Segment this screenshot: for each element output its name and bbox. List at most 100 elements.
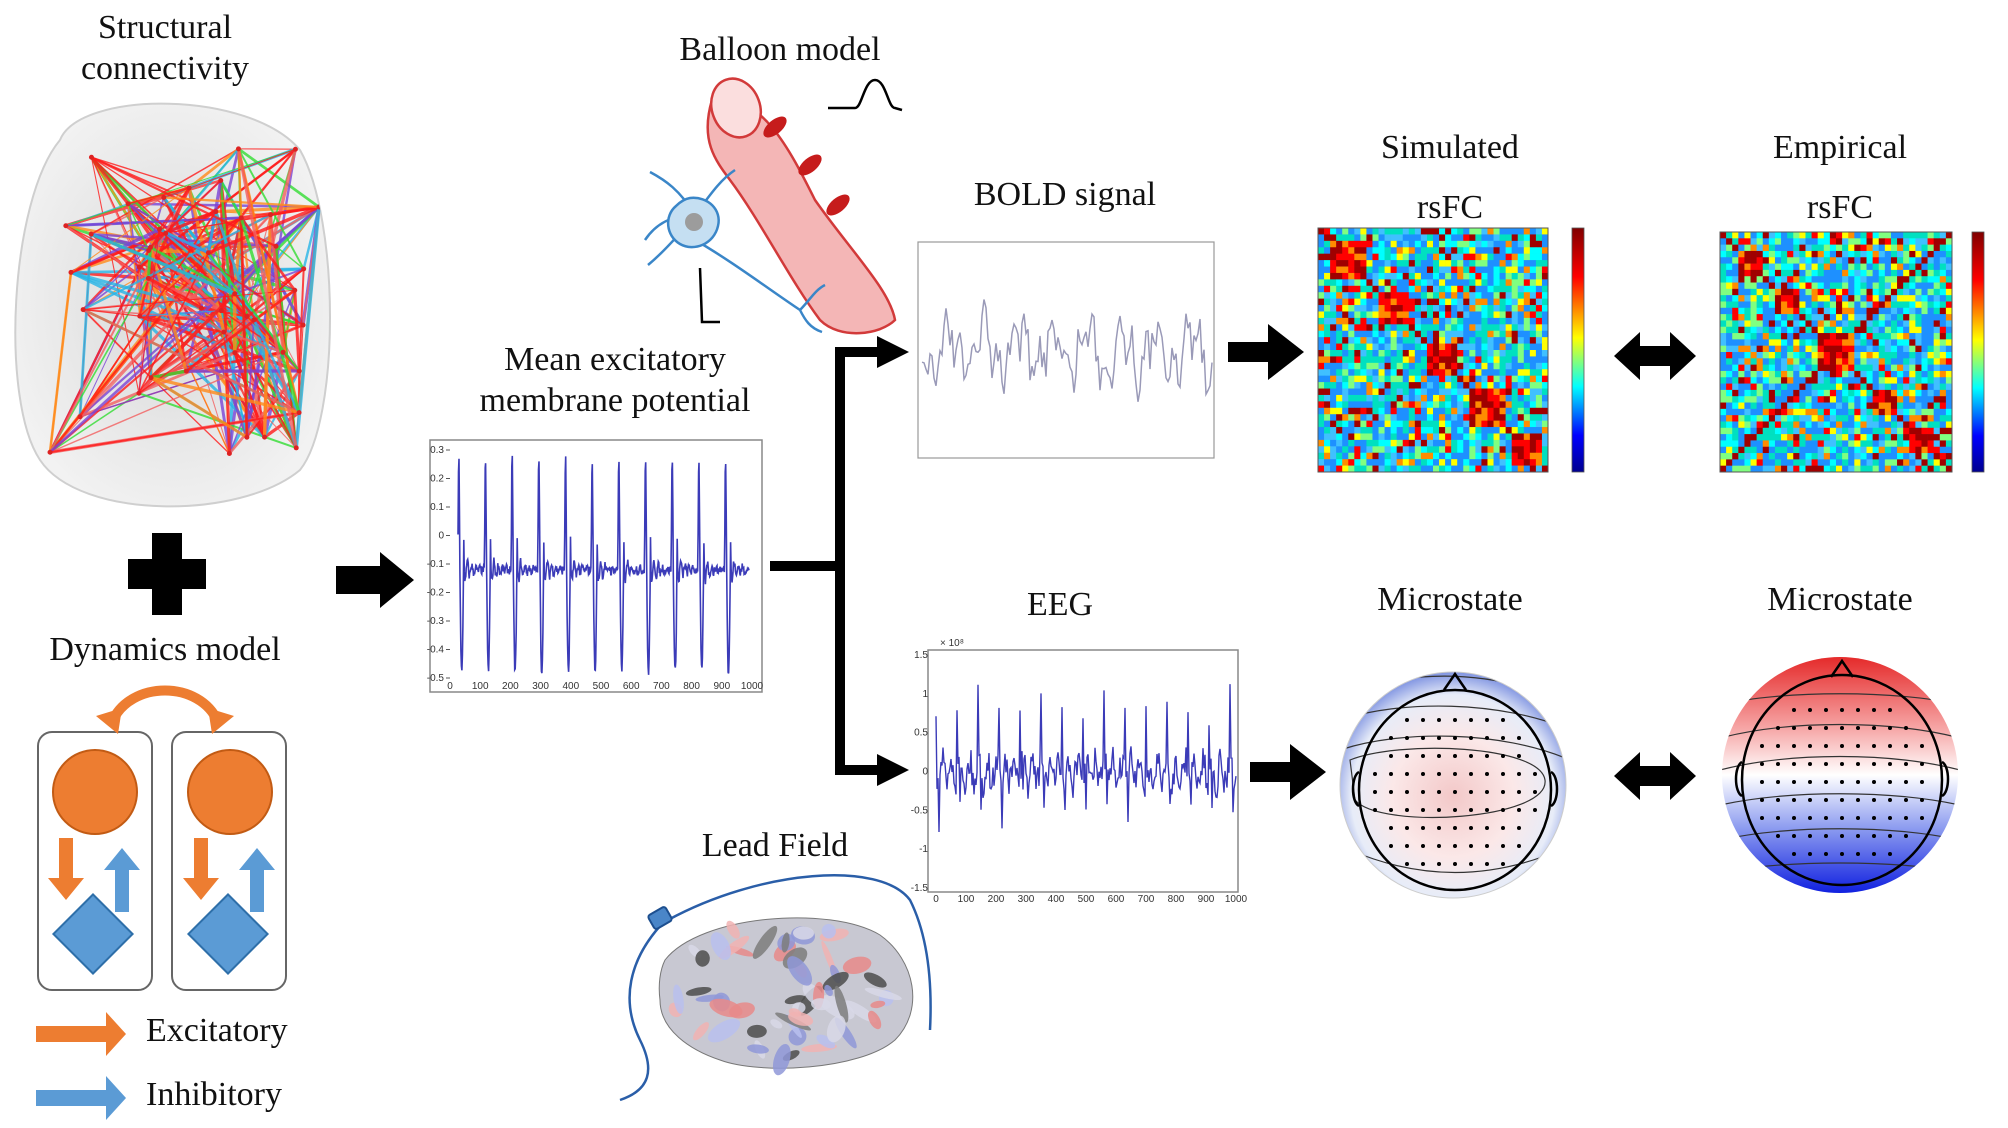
simulated-rsfc-line1: Simulated xyxy=(1381,129,1519,166)
empirical-microstate-topomap xyxy=(1722,657,1958,893)
membrane-x-tick: 500 xyxy=(593,681,610,692)
eeg-x-tick: 400 xyxy=(1048,894,1065,905)
membrane-x-tick: 900 xyxy=(713,681,730,692)
arrow-eeg-to-microstate xyxy=(1250,744,1326,800)
bold-signal-plot xyxy=(917,241,1215,459)
red-blood-cell xyxy=(763,116,787,138)
hemodynamic-pulse-icon xyxy=(828,78,903,112)
eeg-x-tick: 700 xyxy=(1138,894,1155,905)
eeg-title: EEG xyxy=(1026,586,1094,623)
empirical-colorbar xyxy=(1971,231,1985,473)
neuron-icon xyxy=(643,168,826,334)
inhibitory-population-right xyxy=(186,892,270,976)
inhibitory-population-left xyxy=(51,892,135,976)
empirical-rsfc-line1: Empirical xyxy=(1772,129,1908,166)
plus-icon xyxy=(128,533,206,615)
membrane-x-tick: 700 xyxy=(653,681,670,692)
eeg-x-tick: 800 xyxy=(1168,894,1185,905)
excitatory-arrow-right xyxy=(183,838,219,900)
dynamics-model-title: Dynamics model xyxy=(49,631,281,668)
mean-membrane-line1: Mean excitatory xyxy=(504,341,726,378)
action-potential-icon xyxy=(698,267,720,324)
branch-arrows xyxy=(770,336,909,786)
red-blood-cell xyxy=(826,194,850,216)
eeg-x-tick: 600 xyxy=(1108,894,1125,905)
membrane-x-tick: 600 xyxy=(623,681,640,692)
membrane-x-tick: 400 xyxy=(562,681,579,692)
simulated-rsfc-title: Simulated rsFC xyxy=(1330,118,1570,237)
lead-field-title: Lead Field xyxy=(701,827,849,864)
structural-connectivity-title: Structural connectivity xyxy=(40,8,290,90)
arrow-bold-to-rsfc xyxy=(1228,324,1304,380)
eeg-exponent: × 10⁸ xyxy=(940,638,964,649)
arrow-to-membrane xyxy=(336,552,414,608)
eeg-x-tick: 500 xyxy=(1078,894,1095,905)
membrane-x-tick: 200 xyxy=(502,681,519,692)
eeg-y-tick: 0 xyxy=(922,767,928,778)
red-blood-cell xyxy=(798,154,822,176)
membrane-y-tick: -0.3 xyxy=(427,616,445,627)
membrane-x-tick: 300 xyxy=(532,681,549,692)
inhibitory-arrow-left xyxy=(104,848,140,912)
membrane-y-tick: -0.1 xyxy=(427,559,445,570)
simulated-rsfc-line2: rsFC xyxy=(1416,188,1484,226)
eeg-y-tick: -1 xyxy=(919,844,928,855)
excitatory-arrow-left xyxy=(48,838,84,900)
structural-connectivity-line1: Structural xyxy=(97,9,233,46)
dynamics-model-diagram xyxy=(36,685,287,1120)
empirical-rsfc-title: Empirical rsFC xyxy=(1720,118,1960,237)
membrane-y-tick: 0.1 xyxy=(430,502,444,513)
blood-vessel xyxy=(706,97,897,335)
excitatory-population-left xyxy=(52,749,138,835)
eeg-y-tick: -0.5 xyxy=(911,805,929,816)
microstate-comparison-arrow xyxy=(1614,752,1696,800)
membrane-y-tick: 0.2 xyxy=(430,474,444,485)
legend-excitatory-label: Excitatory xyxy=(146,1012,288,1049)
eeg-y-tick: -1.5 xyxy=(911,883,929,894)
eeg-x-tick: 200 xyxy=(988,894,1005,905)
empirical-rsfc-matrix xyxy=(1719,231,1985,473)
legend-inhibitory-label: Inhibitory xyxy=(146,1076,282,1113)
inter-node-coupling-arrow xyxy=(107,685,223,725)
eeg-x-tick: 100 xyxy=(958,894,975,905)
mean-membrane-title: Mean excitatory membrane potential xyxy=(450,340,780,422)
simulated-colorbar xyxy=(1571,227,1585,473)
membrane-x-tick: 100 xyxy=(472,681,489,692)
legend-excitatory-arrow xyxy=(36,1012,126,1056)
bold-signal-title: BOLD signal xyxy=(973,176,1157,213)
structural-connectivity-brain xyxy=(14,102,331,508)
microstate-empirical-title: Microstate xyxy=(1767,581,1913,618)
mean-membrane-line2: membrane potential xyxy=(479,381,751,419)
eeg-x-tick: 0 xyxy=(933,894,939,905)
electrode-wire xyxy=(619,925,661,1102)
membrane-x-tick: 800 xyxy=(683,681,700,692)
balloon-model-illustration xyxy=(643,77,903,335)
eeg-x-tick: 1000 xyxy=(1225,894,1248,905)
eeg-y-tick: 0.5 xyxy=(914,728,928,739)
eeg-x-tick: 900 xyxy=(1198,894,1215,905)
structural-connectivity-line2: connectivity xyxy=(80,49,250,87)
membrane-y-tick: -0.2 xyxy=(427,588,445,599)
microstate-simulated-title: Microstate xyxy=(1377,581,1523,618)
membrane-y-tick: -0.4 xyxy=(427,645,445,656)
membrane-y-tick: -0.5 xyxy=(427,673,445,684)
excitatory-population-right xyxy=(187,749,273,835)
simulated-microstate-topomap xyxy=(1339,671,1567,899)
membrane-x-tick: 0 xyxy=(447,681,453,692)
electrode-icon xyxy=(647,906,673,930)
empirical-rsfc-line2: rsFC xyxy=(1806,188,1874,226)
rsfc-comparison-arrow xyxy=(1614,332,1696,380)
simulated-rsfc-matrix xyxy=(1317,227,1585,473)
eeg-x-tick: 300 xyxy=(1018,894,1035,905)
lead-field-illustration xyxy=(619,874,932,1102)
eeg-y-tick: 1 xyxy=(922,689,928,700)
membrane-y-tick: 0 xyxy=(438,531,444,542)
scalp-outline xyxy=(667,874,932,1031)
membrane-y-tick: 0.3 xyxy=(430,445,444,456)
inhibitory-arrow-right xyxy=(239,848,275,912)
legend-inhibitory-arrow xyxy=(36,1076,126,1120)
membrane-x-tick: 1000 xyxy=(741,681,764,692)
